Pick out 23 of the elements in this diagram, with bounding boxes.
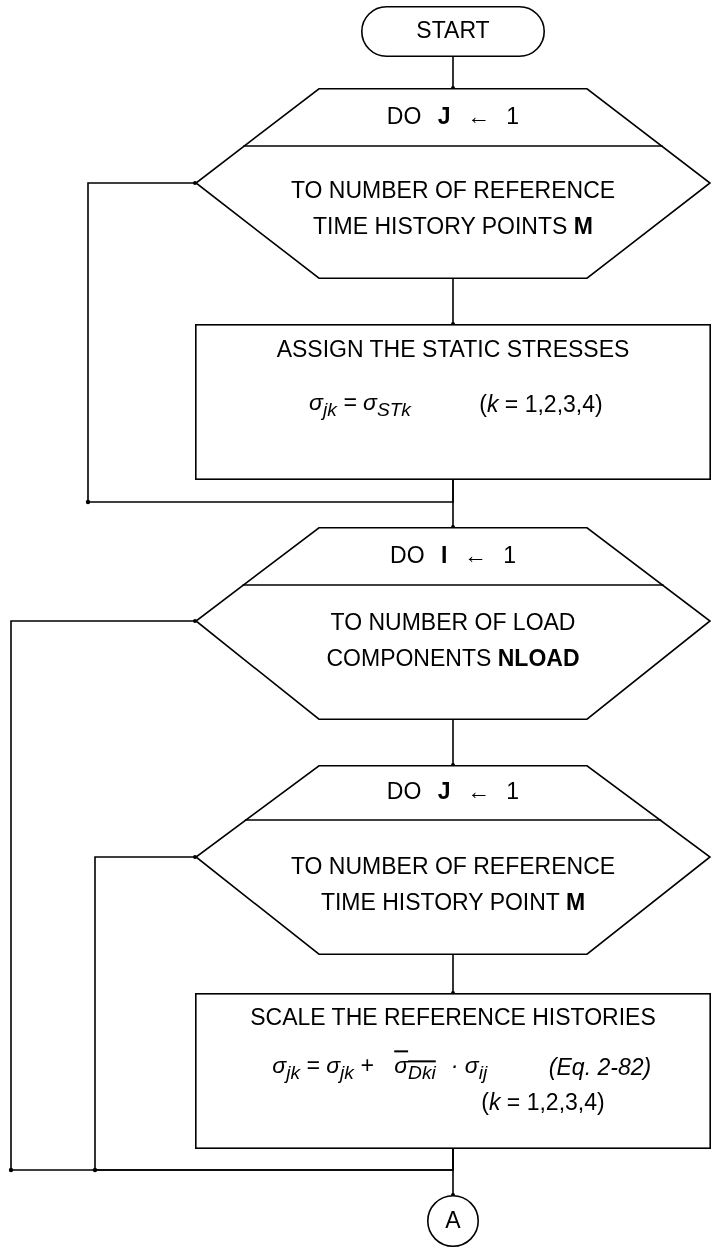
node-text: TO NUMBER OF REFERENCE TIME HISTORY POINT M — [289, 852, 617, 917]
flow-line — [451, 56, 455, 90]
node-text: SCALE THE REFERENCE HISTORIES — [250, 1003, 656, 1033]
loop-init-text: DO I ← 1 — [390, 541, 516, 571]
loop-init-text: DO J ← 1 — [386, 777, 520, 807]
node-text: TO NUMBER OF LOAD COMPONENTS NLOAD — [325, 608, 581, 673]
formula-text: · σ$_{ij}$ — [450, 1051, 488, 1085]
node-text: START — [416, 16, 490, 46]
flow-line — [451, 719, 455, 767]
node-text: (k = 1,2,3,4) — [481, 1088, 605, 1118]
node-text: (k = 1,2,3,4) — [479, 390, 603, 420]
loop-init-text: DO J ← 1 — [386, 102, 520, 132]
loop-back-line — [10, 619, 454, 1171]
formula-text: (Eq. 2-82) — [548, 1053, 652, 1083]
node-text: ASSIGN THE STATIC STRESSES — [276, 335, 630, 365]
formula-text: σ$_{jk}$ = σ$_{STk}$ — [309, 388, 411, 422]
connector-label: A — [445, 1206, 461, 1236]
formula-text: σ$_{Dki}$ — [394, 1051, 436, 1085]
node-text: TO NUMBER OF REFERENCE TIME HISTORY POINTS M — [289, 176, 617, 241]
flow-line — [451, 954, 455, 995]
formula-text: σ$_{jk}$ = σ$_{jk}$ + — [272, 1051, 374, 1085]
flow-line — [451, 278, 455, 326]
loop-back-line — [87, 181, 454, 503]
